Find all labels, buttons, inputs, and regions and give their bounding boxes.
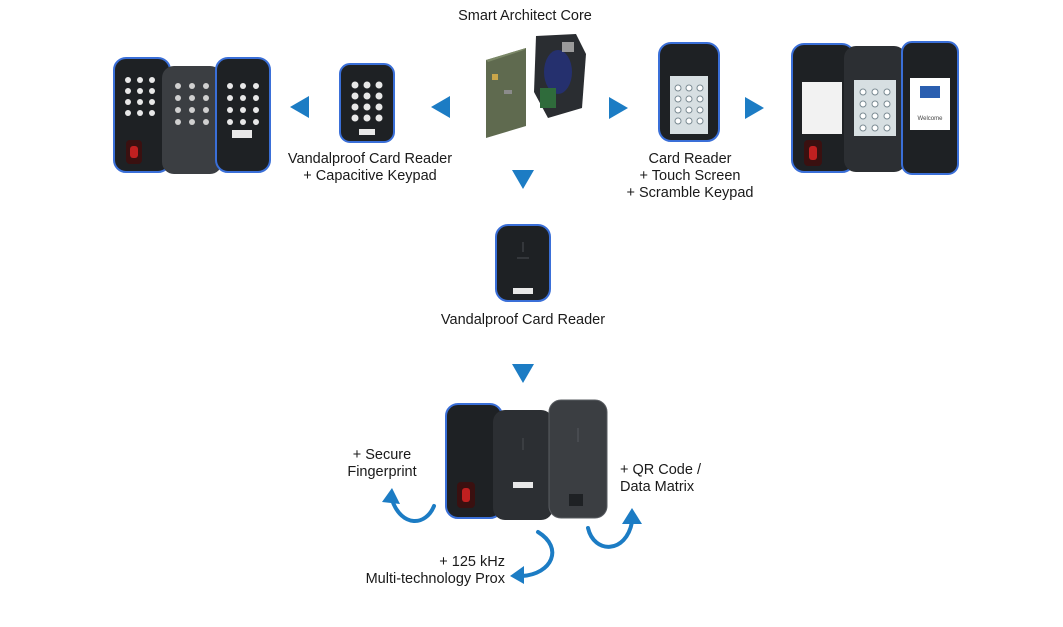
fingerprint-option-line2: Fingerprint [347,464,417,480]
arrow-to-options-family [512,364,534,383]
keypad-family-device-middle [162,66,222,174]
touch-family-device-right [901,41,959,175]
touch-reader-caption-line2: + Touch Screen [639,168,741,184]
fingerprint-option-label: + Secure Fingerprint [332,447,432,481]
basic-reader-image [495,224,551,302]
keypad-family-image [113,57,271,174]
keypad-reader-caption-line2: + Capacitive Keypad [303,168,437,184]
arrow-to-keypad-reader [431,96,450,118]
touch-reader-caption: Card Reader + Touch Screen + Scramble Ke… [600,151,780,202]
prox-option-line2: Multi-technology Prox [365,571,505,587]
curved-arrow-fingerprint [382,488,436,523]
qr-option-line1: + QR Code / [620,462,701,478]
qr-option-label: + QR Code / Data Matrix [620,462,720,496]
curved-arrow-prox [510,530,555,584]
options-family-image [445,399,608,520]
touch-family-device-middle [844,46,906,172]
basic-reader-caption: Vandalproof Card Reader [440,312,606,328]
core-title: Smart Architect Core [458,8,592,24]
arrow-to-basic-reader [512,170,534,189]
arrow-to-keypad-family [290,96,309,118]
options-device-right [548,399,608,519]
prox-option-label: + 125 kHz Multi-technology Prox [325,554,505,588]
touch-family-welcome-label: Welcome [917,116,943,122]
arrow-to-touch-reader [609,97,628,119]
keypad-reader-caption: Vandalproof Card Reader + Capacitive Key… [270,151,470,185]
arrow-to-touch-family [745,97,764,119]
keypad-reader-caption-line1: Vandalproof Card Reader [287,151,453,167]
touch-reader-caption-line3: + Scramble Keypad [626,185,754,201]
keypad-family-device-left [113,57,171,173]
curved-arrow-qr [586,508,642,549]
touch-family-brand-label: STid [921,86,939,95]
touch-family-image [791,41,959,175]
core-pcb [486,48,526,138]
keypad-reader-image [339,63,395,143]
fingerprint-option-line1: + Secure [352,447,412,463]
options-device-middle [493,410,553,520]
options-device-left [445,403,503,519]
touch-reader-image [658,42,720,142]
prox-option-line1: + 125 kHz [439,554,505,570]
qr-option-line2: Data Matrix [620,479,695,495]
keypad-family-device-right [215,57,271,173]
core-housing [534,34,586,118]
core-module-image [486,34,586,138]
touch-reader-caption-line1: Card Reader [648,151,732,167]
